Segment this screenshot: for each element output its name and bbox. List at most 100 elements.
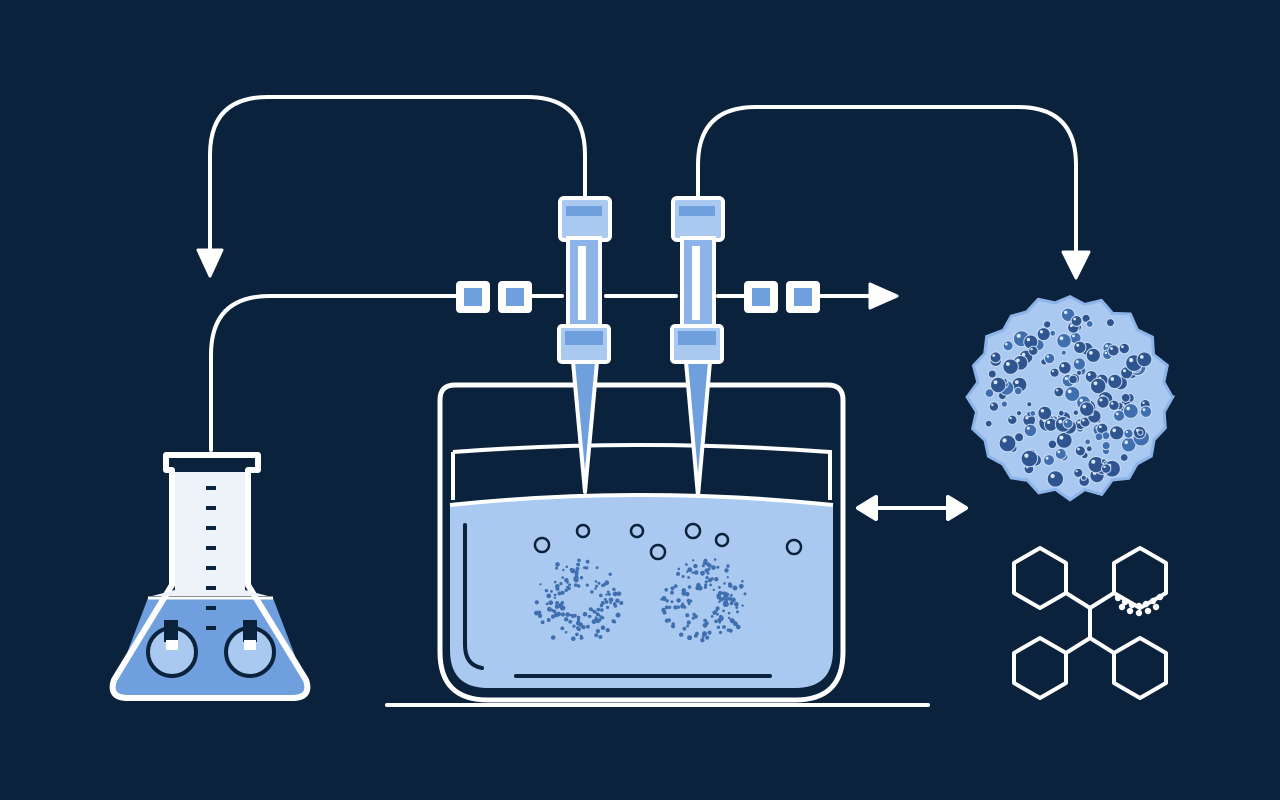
- valve-left-pair: [456, 281, 532, 313]
- bead-pore-highlight: [1103, 465, 1106, 469]
- ring-dot: [697, 585, 703, 591]
- ring-dot: [679, 632, 684, 637]
- bead-pore: [1074, 445, 1086, 457]
- ring-dot: [565, 565, 569, 569]
- bead-pore: [1101, 441, 1111, 451]
- flow-line-from-flask: [209, 294, 460, 452]
- porous-bead-icon: [965, 294, 1176, 502]
- flask-graduation-marks: [206, 486, 216, 630]
- ring-dot: [612, 587, 616, 591]
- bead-pore-highlight: [1105, 344, 1108, 348]
- ring-dot: [570, 568, 576, 574]
- bead-pore: [1043, 320, 1052, 329]
- erlenmeyer-flask-icon: [109, 452, 311, 701]
- ring-dot: [582, 611, 588, 617]
- bead-pore-highlight: [992, 354, 996, 357]
- ring-dot: [548, 600, 553, 605]
- bead-pore: [1014, 432, 1025, 443]
- bead-pore-highlight: [1069, 324, 1073, 328]
- ring-dot: [577, 584, 581, 588]
- ring-dot: [664, 588, 668, 592]
- ring-dot: [540, 620, 545, 625]
- ring-dot: [571, 636, 576, 641]
- ring-dot: [704, 583, 708, 587]
- ring-dot: [566, 585, 570, 589]
- bead-pore: [998, 434, 1017, 453]
- ring-dot: [586, 624, 590, 629]
- bead-pore-highlight: [1002, 438, 1007, 443]
- ring-dot: [718, 596, 724, 602]
- bead-pore-highlight: [1058, 419, 1063, 424]
- ring-dot: [560, 601, 564, 605]
- ring-dot: [573, 583, 578, 587]
- ring-dot: [555, 601, 560, 605]
- ring-dot: [741, 580, 744, 583]
- ring-dot: [597, 581, 601, 585]
- ring-dot: [736, 624, 741, 630]
- ring-dot: [599, 593, 603, 598]
- bath-liquid-surface: [449, 493, 834, 507]
- ring-dot: [595, 584, 599, 588]
- ring-dot: [616, 591, 622, 596]
- ring-dot: [597, 613, 601, 617]
- bead-pore: [1029, 410, 1037, 417]
- ring-dot: [603, 598, 607, 601]
- ring-dot: [664, 618, 669, 623]
- bead-pore-highlight: [1061, 364, 1065, 368]
- bead-pore-highlight: [1005, 342, 1008, 346]
- bead-pore-highlight: [1110, 402, 1114, 405]
- bead-pore: [1120, 392, 1131, 403]
- arrow-down-right-icon: [1061, 250, 1091, 280]
- ring-dot: [553, 596, 557, 600]
- bead-pore: [990, 376, 1007, 394]
- ring-dot: [557, 591, 562, 596]
- ring-dot: [572, 624, 576, 628]
- ring-dot: [600, 608, 604, 612]
- ring-dot: [693, 570, 699, 575]
- bead-pore-highlight: [1025, 416, 1029, 420]
- bead-pore: [1109, 425, 1125, 441]
- bead-pore: [1002, 358, 1019, 375]
- ring-dot: [718, 630, 723, 635]
- ring-dot: [685, 613, 690, 618]
- ring-dot: [565, 612, 570, 617]
- ring-dot: [715, 609, 718, 613]
- ring-dot: [568, 583, 572, 587]
- ring-dot: [573, 613, 577, 618]
- bead-pore: [1096, 395, 1110, 409]
- ring-dot: [605, 593, 608, 596]
- bead-pore: [984, 419, 993, 428]
- bead-pore: [1094, 432, 1104, 442]
- bead-pore-highlight: [1125, 430, 1128, 434]
- ring-dot: [700, 570, 705, 576]
- bead-pore: [1015, 410, 1023, 417]
- ring-dot: [606, 605, 610, 610]
- ring-dot: [687, 585, 692, 589]
- bead-pore-highlight: [1089, 351, 1093, 355]
- ring-dot: [718, 600, 721, 604]
- bead-pore-highlight: [1040, 409, 1045, 413]
- ring-dot: [560, 612, 566, 617]
- ring-dot: [687, 635, 693, 641]
- ring-dot: [723, 594, 728, 600]
- flow-line-return-left: [208, 95, 587, 252]
- ring-dot: [575, 632, 579, 637]
- ring-dot: [534, 600, 539, 605]
- ring-dot: [575, 620, 581, 626]
- ring-dot: [683, 591, 686, 594]
- ring-dot: [594, 611, 597, 614]
- reaction-bath-icon: [437, 382, 846, 703]
- ring-dot: [598, 635, 603, 639]
- ring-dot: [707, 563, 712, 568]
- ring-dot: [730, 593, 733, 597]
- bead-pore: [1085, 320, 1094, 328]
- ring-dot: [713, 558, 717, 561]
- ring-dot: [585, 583, 589, 587]
- ring-dot: [716, 625, 721, 629]
- bead-pore-highlight: [1075, 470, 1078, 473]
- flask-stir-bars: [146, 620, 276, 678]
- ring-dot: [707, 630, 712, 635]
- bead-pore-highlight: [1129, 358, 1134, 363]
- bead-pore-highlight: [1126, 406, 1130, 411]
